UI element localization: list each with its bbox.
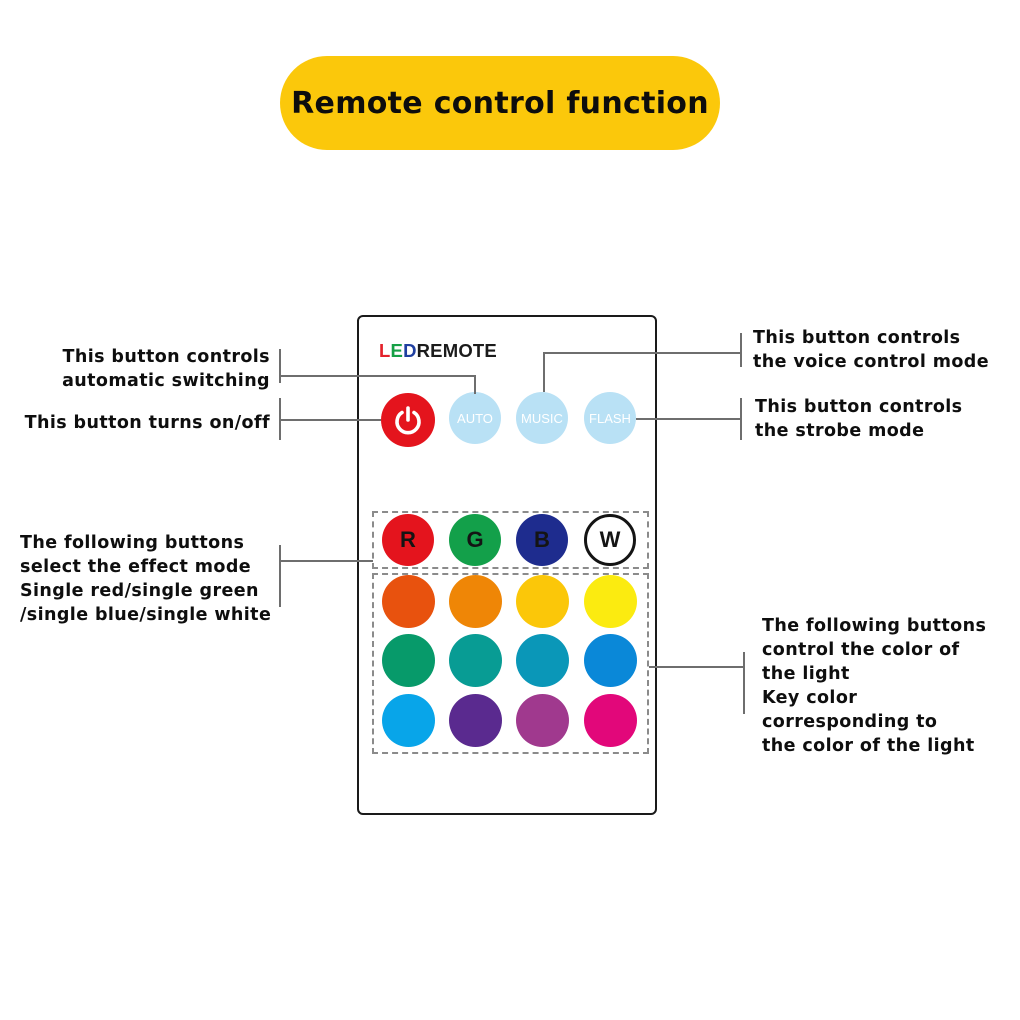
red-effect-button[interactable]: R: [382, 514, 434, 566]
color-key-button[interactable]: [382, 634, 435, 687]
color-group-frame: [372, 573, 649, 754]
title: Remote control function: [291, 85, 709, 121]
auto-connector-drop: [474, 375, 476, 394]
music-connector: [543, 352, 742, 354]
red-effect-label: R: [400, 527, 416, 552]
annotation-effect: The following buttons select the effect …: [20, 531, 271, 627]
auto-button[interactable]: AUTO: [449, 392, 501, 444]
music-button[interactable]: MUSIC: [516, 392, 568, 444]
flash-label: FLASH: [589, 410, 631, 426]
auto-label: AUTO: [457, 410, 493, 426]
color-key-button[interactable]: [382, 575, 435, 628]
remote-brand: LEDREMOTE: [379, 340, 497, 362]
annotation-color: The following buttons control the color …: [762, 614, 986, 758]
annotation-line: the light: [762, 664, 850, 684]
music-bracket: [740, 333, 742, 367]
flash-button[interactable]: FLASH: [584, 392, 636, 444]
brand-letter-e: E: [390, 340, 404, 361]
effect-bracket: [279, 545, 281, 607]
effect-connector: [279, 560, 373, 562]
color-key-button[interactable]: [516, 575, 569, 628]
color-key-button[interactable]: [449, 634, 502, 687]
power-button[interactable]: [381, 393, 435, 447]
color-key-button[interactable]: [516, 694, 569, 747]
color-bracket: [743, 652, 745, 714]
color-connector: [649, 666, 745, 668]
green-effect-label: G: [466, 527, 484, 552]
annotation-line: the strobe mode: [755, 421, 925, 441]
annotation-line: the voice control mode: [753, 352, 989, 372]
annotation-line: The following buttons: [762, 616, 987, 636]
annotation-line: /single blue/single white: [20, 605, 272, 625]
auto-connector: [279, 375, 476, 377]
color-key-button[interactable]: [516, 634, 569, 687]
white-effect-label: W: [599, 527, 621, 552]
brand-letter-l: L: [379, 340, 391, 361]
color-key-button[interactable]: [382, 694, 435, 747]
annotation-line: This button controls: [62, 347, 270, 367]
annotation-line: Single red/single green: [20, 581, 259, 601]
annotation-line: the color of the light: [762, 736, 975, 756]
effect-group-frame: [372, 511, 649, 569]
annotation-line: Key color: [762, 688, 858, 708]
annotation-auto: This button controls automatic switching: [62, 345, 270, 393]
blue-effect-button[interactable]: B: [516, 514, 568, 566]
annotation-line: This button controls: [755, 397, 963, 417]
music-label: MUSIC: [521, 410, 563, 426]
annotation-flash: This button controls the strobe mode: [755, 395, 962, 443]
annotation-line: automatic switching: [62, 371, 270, 391]
white-effect-button[interactable]: W: [584, 514, 636, 566]
annotation-line: This button turns on/off: [24, 413, 270, 433]
annotation-line: This button controls: [753, 328, 961, 348]
color-key-button[interactable]: [449, 575, 502, 628]
annotation-music: This button controls the voice control m…: [753, 326, 989, 374]
color-key-button[interactable]: [584, 575, 637, 628]
color-key-button[interactable]: [449, 694, 502, 747]
annotation-line: The following buttons: [20, 533, 245, 553]
blue-effect-label: B: [534, 527, 550, 552]
annotation-line: select the effect mode: [20, 557, 252, 577]
auto-bracket: [279, 349, 281, 383]
flash-connector: [636, 418, 742, 420]
title-banner: Remote control function: [280, 56, 720, 150]
power-connector: [279, 419, 381, 421]
power-icon: [395, 406, 421, 435]
color-key-button[interactable]: [584, 634, 637, 687]
brand-letter-d: D: [403, 340, 417, 361]
music-connector-drop: [543, 352, 545, 392]
annotation-line: corresponding to: [762, 712, 938, 732]
annotation-line: control the color of: [762, 640, 960, 660]
color-key-button[interactable]: [584, 694, 637, 747]
annotation-power: This button turns on/off: [25, 411, 270, 435]
brand-word: REMOTE: [416, 340, 497, 361]
green-effect-button[interactable]: G: [449, 514, 501, 566]
